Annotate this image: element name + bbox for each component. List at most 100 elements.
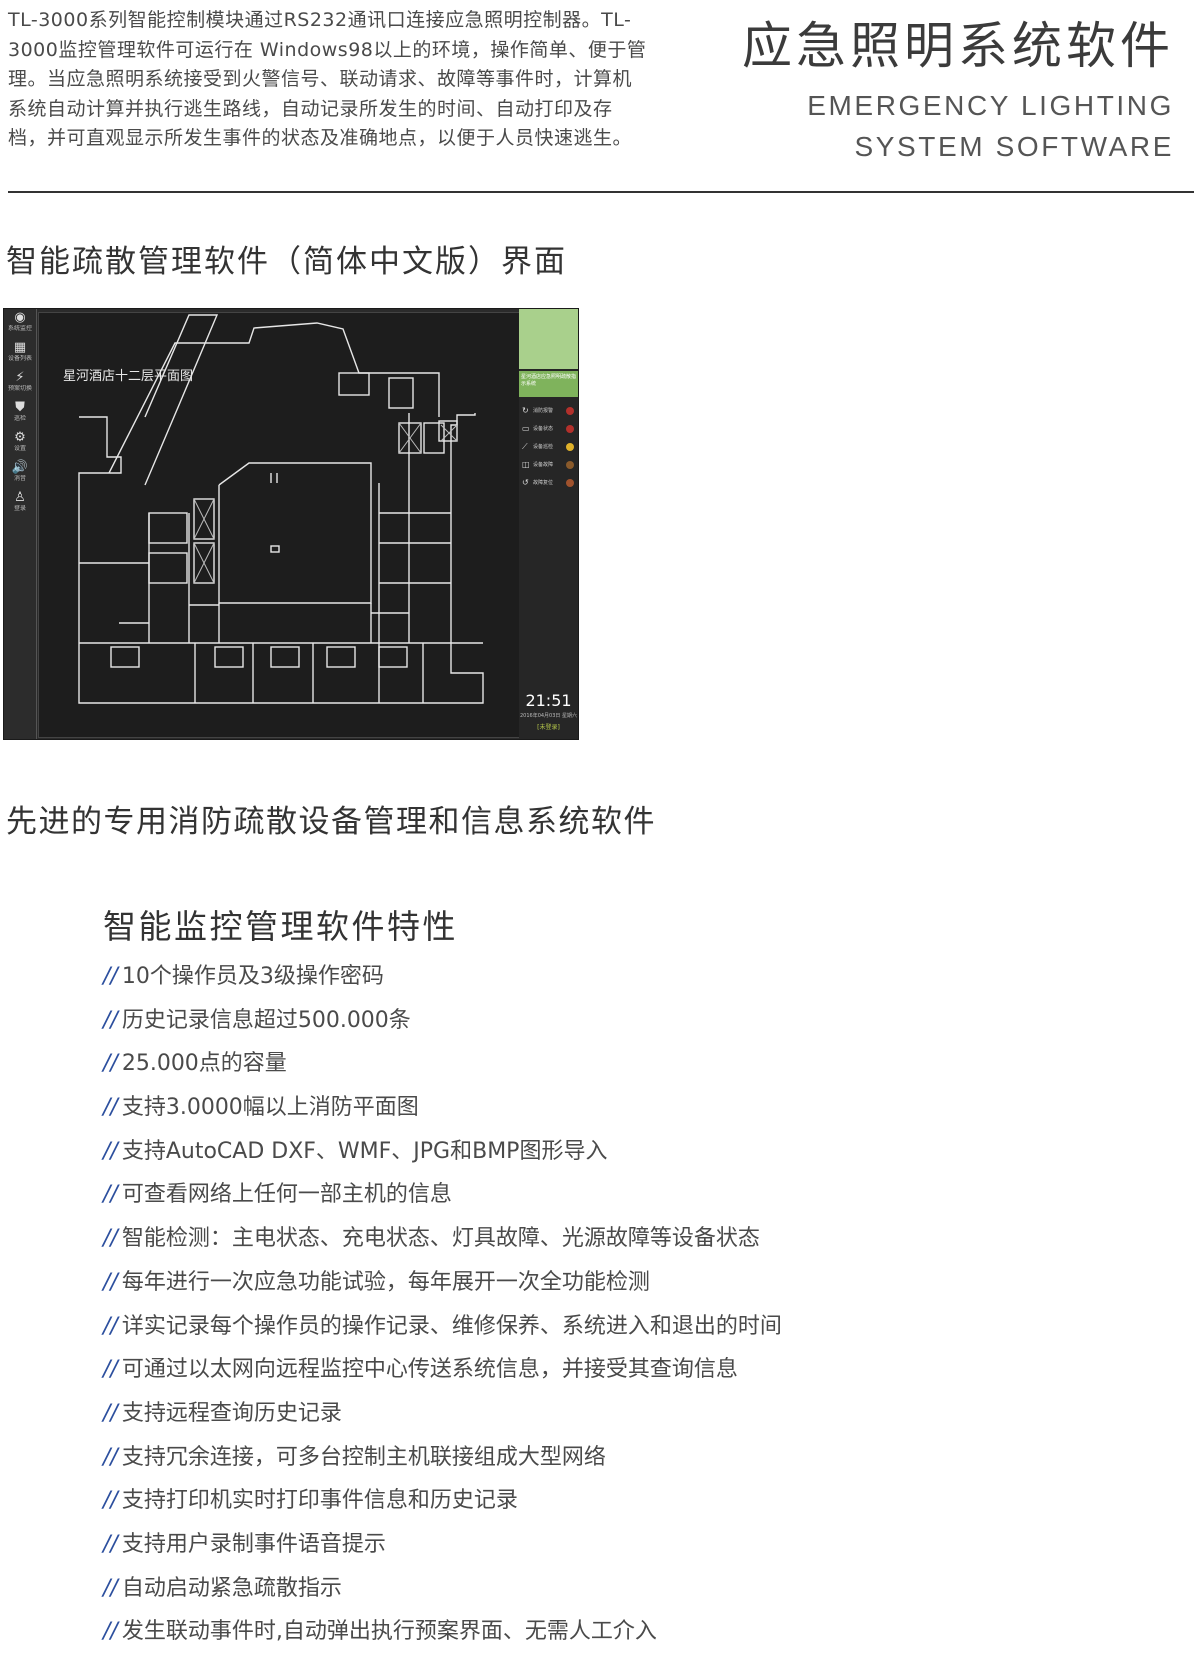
status-item-device-fault[interactable]: ◫ 设备故障 — [521, 459, 576, 471]
bullet-marker: // — [103, 1095, 118, 1121]
feature-text: 自动启动紧急疏散指示 — [121, 1575, 342, 1601]
bullet-marker: // — [103, 1182, 118, 1208]
bullet-marker: // — [103, 964, 118, 989]
feature-text: 每年进行一次应急功能试验，每年展开一次全功能检测 — [121, 1269, 650, 1295]
list-item: //25.000点的容量 — [103, 1049, 782, 1093]
panel-header: 星河酒店应急照明疏散指示系统 — [519, 371, 578, 397]
screenshot-heading: 智能疏散管理软件（简体中文版）界面 — [6, 244, 567, 280]
status-item-device-state[interactable]: ▭ 设备状态 — [521, 423, 576, 435]
line-icon: ⟋ — [522, 442, 528, 451]
status-indicator — [566, 479, 574, 487]
device-icon: ◫ — [522, 460, 530, 469]
status-indicator — [566, 425, 574, 433]
status-label: 设备巡检 — [533, 444, 554, 450]
header-divider — [8, 191, 1194, 193]
right-status-panel: 星河酒店应急照明疏散指示系统 ↻ 消防报警 ▭ 设备状态 ⟋ 设备巡检 ◫ 设备… — [519, 309, 578, 739]
title-en-line-1: EMERGENCY LIGHTING — [807, 90, 1174, 121]
status-item-fault-reset[interactable]: ↺ 故障复位 — [521, 477, 576, 489]
feature-text: 支持冗余连接，可多台控制主机联接组成大型网络 — [121, 1444, 606, 1470]
list-item: //详实记录每个操作员的操作记录、维修保养、系统进入和退出的时间 — [103, 1312, 782, 1356]
toolbar-label: 登录 — [13, 505, 26, 512]
feature-text: 详实记录每个操作员的操作记录、维修保养、系统进入和退出的时间 — [121, 1313, 782, 1339]
feature-text: 支持3.0000幅以上消防平面图 — [121, 1095, 419, 1121]
toolbar-button-settings[interactable]: ⚙ 设置 — [6, 431, 34, 457]
toolbar-label: 设置 — [13, 445, 26, 452]
status-label: 设备状态 — [533, 426, 554, 432]
clock: 21:51 — [525, 691, 572, 710]
list-item: //支持AutoCAD DXF、WMF、JPG和BMP图形导入 — [103, 1137, 782, 1181]
lightning-icon: ⚡ — [15, 370, 25, 385]
status-item-fire-alarm[interactable]: ↻ 消防报警 — [521, 405, 576, 417]
bullet-marker: // — [103, 1313, 118, 1339]
floor-plan[interactable]: 星河酒店十二层平面图 — [38, 312, 520, 738]
list-item: //支持打印机实时打印事件信息和历史记录 — [103, 1486, 782, 1530]
status-label: 消防报警 — [533, 408, 554, 414]
list-item: //自动启动紧急疏散指示 — [103, 1574, 782, 1618]
grid-icon: ▦ — [13, 340, 27, 355]
status-indicator — [566, 443, 574, 451]
bullet-marker: // — [103, 1226, 118, 1252]
page-title-english: EMERGENCY LIGHTING SYSTEM SOFTWARE — [807, 85, 1174, 167]
list-item: //可查看网络上任何一部主机的信息 — [103, 1180, 782, 1224]
toolbar-label: 系统监控 — [7, 325, 32, 332]
features-heading: 智能监控管理软件特性 — [103, 907, 458, 946]
feature-text: 支持远程查询历史记录 — [121, 1400, 342, 1426]
left-toolbar: ◉ 系统监控 ▦ 设备列表 ⚡ 预案切换 ⛊ 巡检 ⚙ 设置 🔊 消音 ♙ 登录 — [4, 309, 37, 739]
list-item: //智能检测：主电状态、充电状态、灯具故障、光源故障等设备状态 — [103, 1224, 782, 1268]
feature-text: 支持用户录制事件语音提示 — [121, 1531, 386, 1557]
list-item: //历史记录信息超过500.000条 — [103, 1006, 782, 1050]
bullet-marker: // — [103, 1051, 118, 1077]
toolbar-label: 设备列表 — [7, 355, 32, 362]
date-display: 2016年04月03日 星期六 — [519, 713, 578, 719]
toolbar-button-mute[interactable]: 🔊 消音 — [6, 461, 34, 487]
feature-text: 智能检测：主电状态、充电状态、灯具故障、光源故障等设备状态 — [121, 1226, 760, 1252]
toolbar-button-login[interactable]: ♙ 登录 — [6, 491, 34, 517]
gear-icon: ⚙ — [14, 430, 26, 445]
list-item: //发生联动事件时,自动弹出执行预案界面、无需人工介入 — [103, 1617, 782, 1661]
status-item-inspection[interactable]: ⟋ 设备巡检 — [521, 441, 576, 453]
status-label: 设备故障 — [533, 462, 554, 468]
feature-text: 可查看网络上任何一部主机的信息 — [121, 1182, 452, 1208]
bullet-marker: // — [103, 1269, 118, 1295]
status-indicator — [566, 461, 574, 469]
person-icon: ♙ — [14, 490, 26, 505]
bullet-marker: // — [103, 1444, 118, 1470]
bullet-marker: // — [103, 1007, 118, 1033]
toolbar-button-plan[interactable]: ⚡ 预案切换 — [6, 371, 34, 397]
refresh-icon: ↻ — [522, 406, 529, 415]
feature-text: 25.000点的容量 — [121, 1051, 287, 1077]
status-label: 故障复位 — [533, 480, 554, 486]
feature-text: 10个操作员及3级操作密码 — [121, 964, 384, 989]
reset-icon: ↺ — [522, 478, 529, 487]
list-item: //10个操作员及3级操作密码 — [103, 962, 782, 1006]
feature-text: 可通过以太网向远程监控中心传送系统信息，并接受其查询信息 — [121, 1357, 738, 1383]
software-subheading: 先进的专用消防疏散设备管理和信息系统软件 — [6, 804, 656, 840]
bullet-marker: // — [103, 1138, 118, 1164]
list-item: //每年进行一次应急功能试验，每年展开一次全功能检测 — [103, 1268, 782, 1312]
toolbar-label: 巡检 — [13, 415, 26, 422]
feature-text: 支持打印机实时打印事件信息和历史记录 — [121, 1488, 518, 1514]
bullet-marker: // — [103, 1400, 118, 1426]
login-status[interactable]: [未登录] — [537, 724, 560, 731]
eye-icon: ◉ — [14, 310, 26, 325]
toolbar-button-inspect[interactable]: ⛊ 巡检 — [6, 401, 34, 427]
bullet-marker: // — [103, 1531, 118, 1557]
list-item: //支持远程查询历史记录 — [103, 1399, 782, 1443]
floor-plan-drawing — [78, 314, 484, 704]
page-title: 应急照明系统软件 — [742, 17, 1174, 75]
software-screenshot: ◉ 系统监控 ▦ 设备列表 ⚡ 预案切换 ⛊ 巡检 ⚙ 设置 🔊 消音 ♙ 登录 — [3, 308, 579, 740]
plan-title: 星河酒店十二层平面图 — [63, 369, 194, 384]
feature-text: 发生联动事件时,自动弹出执行预案界面、无需人工介入 — [121, 1619, 657, 1645]
list-item: //支持用户录制事件语音提示 — [103, 1530, 782, 1574]
toolbar-button-devices[interactable]: ▦ 设备列表 — [6, 341, 34, 367]
bullet-marker: // — [103, 1488, 118, 1514]
bullet-marker: // — [103, 1619, 118, 1645]
toolbar-button-monitor[interactable]: ◉ 系统监控 — [6, 311, 34, 337]
status-indicator — [566, 407, 574, 415]
list-item: //可通过以太网向远程监控中心传送系统信息，并接受其查询信息 — [103, 1355, 782, 1399]
speaker-icon: 🔊 — [11, 460, 29, 475]
bullet-marker: // — [103, 1357, 118, 1383]
bullet-marker: // — [103, 1575, 118, 1601]
toolbar-label: 预案切换 — [7, 385, 32, 392]
features-list: //10个操作员及3级操作密码 //历史记录信息超过500.000条 //25.… — [103, 962, 782, 1661]
